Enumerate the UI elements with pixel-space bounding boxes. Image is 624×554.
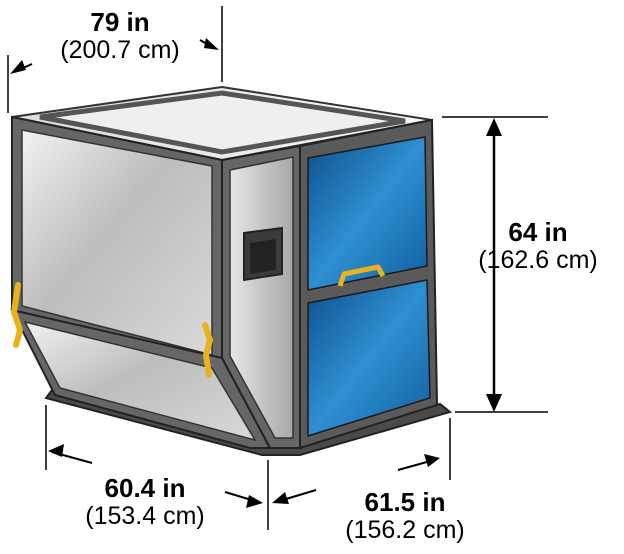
top-inner-frame <box>39 90 406 155</box>
width-inches: 79 in <box>90 7 150 37</box>
upper-door-panel <box>307 136 428 291</box>
strap-right <box>202 322 214 378</box>
dim-depth-left-arrowhead2 <box>246 495 263 508</box>
width-cm: (200.7 cm) <box>60 35 180 64</box>
dim-height-arrowhead-top <box>486 118 502 136</box>
height-cm: (162.6 cm) <box>478 245 598 274</box>
depth-right-cm: (156.2 cm) <box>345 515 465 544</box>
left-lower-panel <box>23 320 257 442</box>
door-handle <box>337 264 386 287</box>
dim-width-arrowhead-left <box>10 60 26 74</box>
depth-left-inches: 60.4 in <box>104 473 186 503</box>
height-inches: 64 in <box>508 217 568 247</box>
depth-right-inches: 61.5 in <box>364 487 446 517</box>
side-strip-panel <box>229 156 294 439</box>
strap-left <box>10 282 24 348</box>
dim-depth-left-arrowhead1 <box>48 444 64 457</box>
document-pocket-inner <box>250 239 276 274</box>
dim-height-arrowhead-bottom <box>486 394 502 412</box>
dim-label-depth-right: 61.5 in (156.2 cm) <box>305 488 505 544</box>
depth-left-cm: (153.4 cm) <box>85 501 205 530</box>
lower-door-panel <box>307 279 431 438</box>
dim-label-height: 64 in (162.6 cm) <box>452 218 624 274</box>
dim-depth-right-arrowhead2 <box>424 454 440 467</box>
dim-depth-right-arrowhead1 <box>272 492 289 504</box>
dim-width-arrowhead-right <box>204 38 219 50</box>
dim-label-depth-left: 60.4 in (153.4 cm) <box>50 474 240 530</box>
dim-label-width: 79 in (200.7 cm) <box>30 8 210 64</box>
